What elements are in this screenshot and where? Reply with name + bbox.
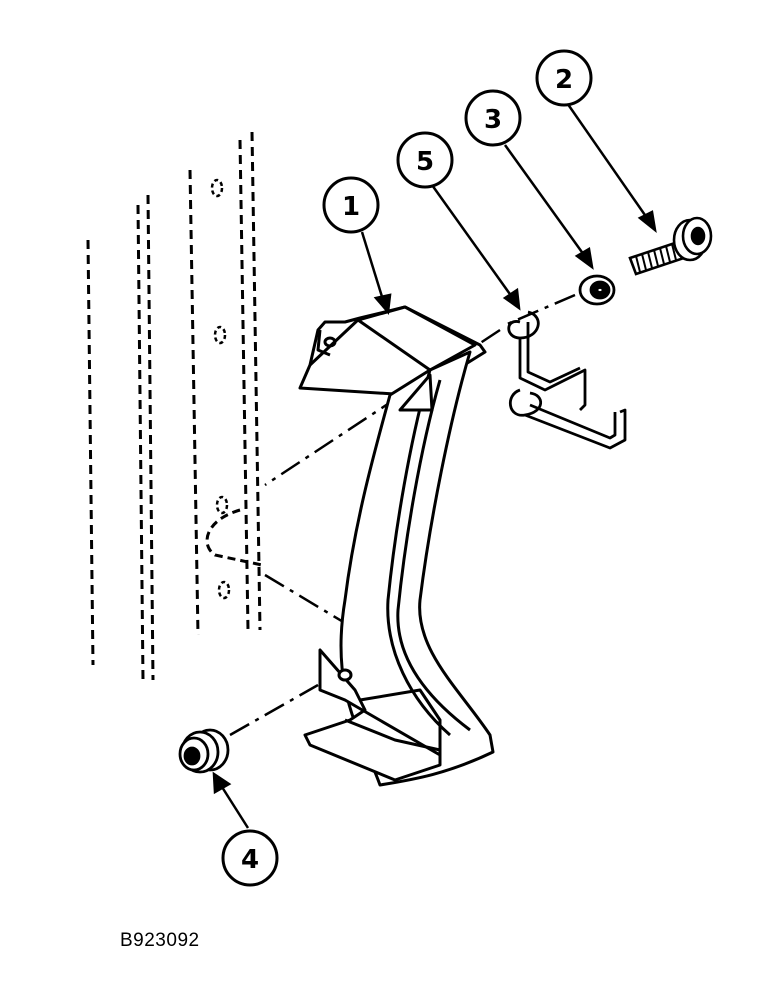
wall-mounting-holes xyxy=(210,178,231,600)
callout-1-number: 1 xyxy=(342,192,360,222)
callout-3-number: 3 xyxy=(484,105,502,135)
spring-clip-part xyxy=(507,310,627,450)
mounting-wall-outline xyxy=(86,131,262,681)
figure-id-label: B923092 xyxy=(120,930,200,951)
bolt-part xyxy=(628,216,713,276)
washer-part xyxy=(578,274,616,306)
bracket-part xyxy=(298,305,495,787)
wall-hook-outline xyxy=(205,508,263,567)
callout-2-number: 2 xyxy=(555,65,573,95)
callout-3: 3 xyxy=(464,89,522,147)
callout-leaders xyxy=(212,99,657,829)
callout-5-number: 5 xyxy=(416,147,434,177)
callout-4-number: 4 xyxy=(241,845,259,875)
callout-4: 4 xyxy=(221,829,279,887)
callout-5: 5 xyxy=(396,131,454,189)
nut-part xyxy=(178,728,230,774)
callout-2: 2 xyxy=(535,49,593,107)
callout-1: 1 xyxy=(322,176,380,234)
